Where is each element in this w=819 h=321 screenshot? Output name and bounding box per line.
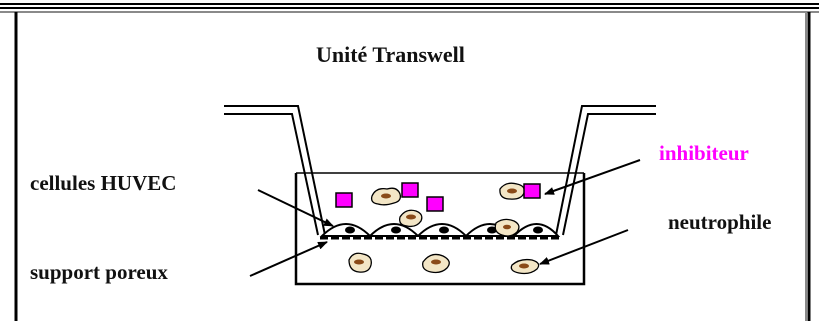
insert-left-wall-inner bbox=[224, 113, 319, 236]
arrow-support bbox=[249, 241, 328, 277]
arrow-neutrophil bbox=[539, 229, 629, 265]
label-neutrophil: neutrophile bbox=[668, 210, 772, 234]
huvec-cell-icon bbox=[511, 223, 561, 237]
inhibitor-square-icon bbox=[401, 182, 419, 198]
inhibitor-square-icon bbox=[426, 196, 444, 212]
inhibitor-square-icon bbox=[335, 192, 353, 208]
neutrophil-cell-icon bbox=[348, 252, 372, 273]
outer-well bbox=[294, 173, 586, 286]
neutrophil-cell-icon bbox=[499, 182, 525, 200]
insert-right-wall-inner bbox=[562, 113, 656, 236]
insert-left-wall bbox=[224, 105, 326, 236]
arrow-huvec bbox=[257, 189, 334, 227]
label-huvec: cellules HUVEC bbox=[30, 171, 177, 195]
huvec-layer bbox=[319, 223, 561, 237]
neutrophil-cell-icon bbox=[370, 187, 402, 206]
diagram-title: Unité Transwell bbox=[316, 42, 465, 67]
neutrophil-cell-icon bbox=[510, 258, 540, 275]
label-porous-support: support poreux bbox=[30, 260, 168, 284]
inhibitor-square-icon bbox=[523, 183, 541, 199]
huvec-cell-icon bbox=[415, 223, 469, 237]
neutrophil-cell-icon bbox=[494, 218, 520, 237]
neutrophil-cell-icon bbox=[422, 253, 450, 274]
neutrophil-cell-icon bbox=[399, 209, 423, 228]
huvec-cell-icon bbox=[319, 223, 373, 237]
arrow-inhibitor bbox=[544, 159, 641, 195]
figure-frame bbox=[0, 3, 819, 321]
insert-right-wall bbox=[555, 105, 656, 236]
label-inhibitor: inhibiteur bbox=[659, 141, 749, 165]
